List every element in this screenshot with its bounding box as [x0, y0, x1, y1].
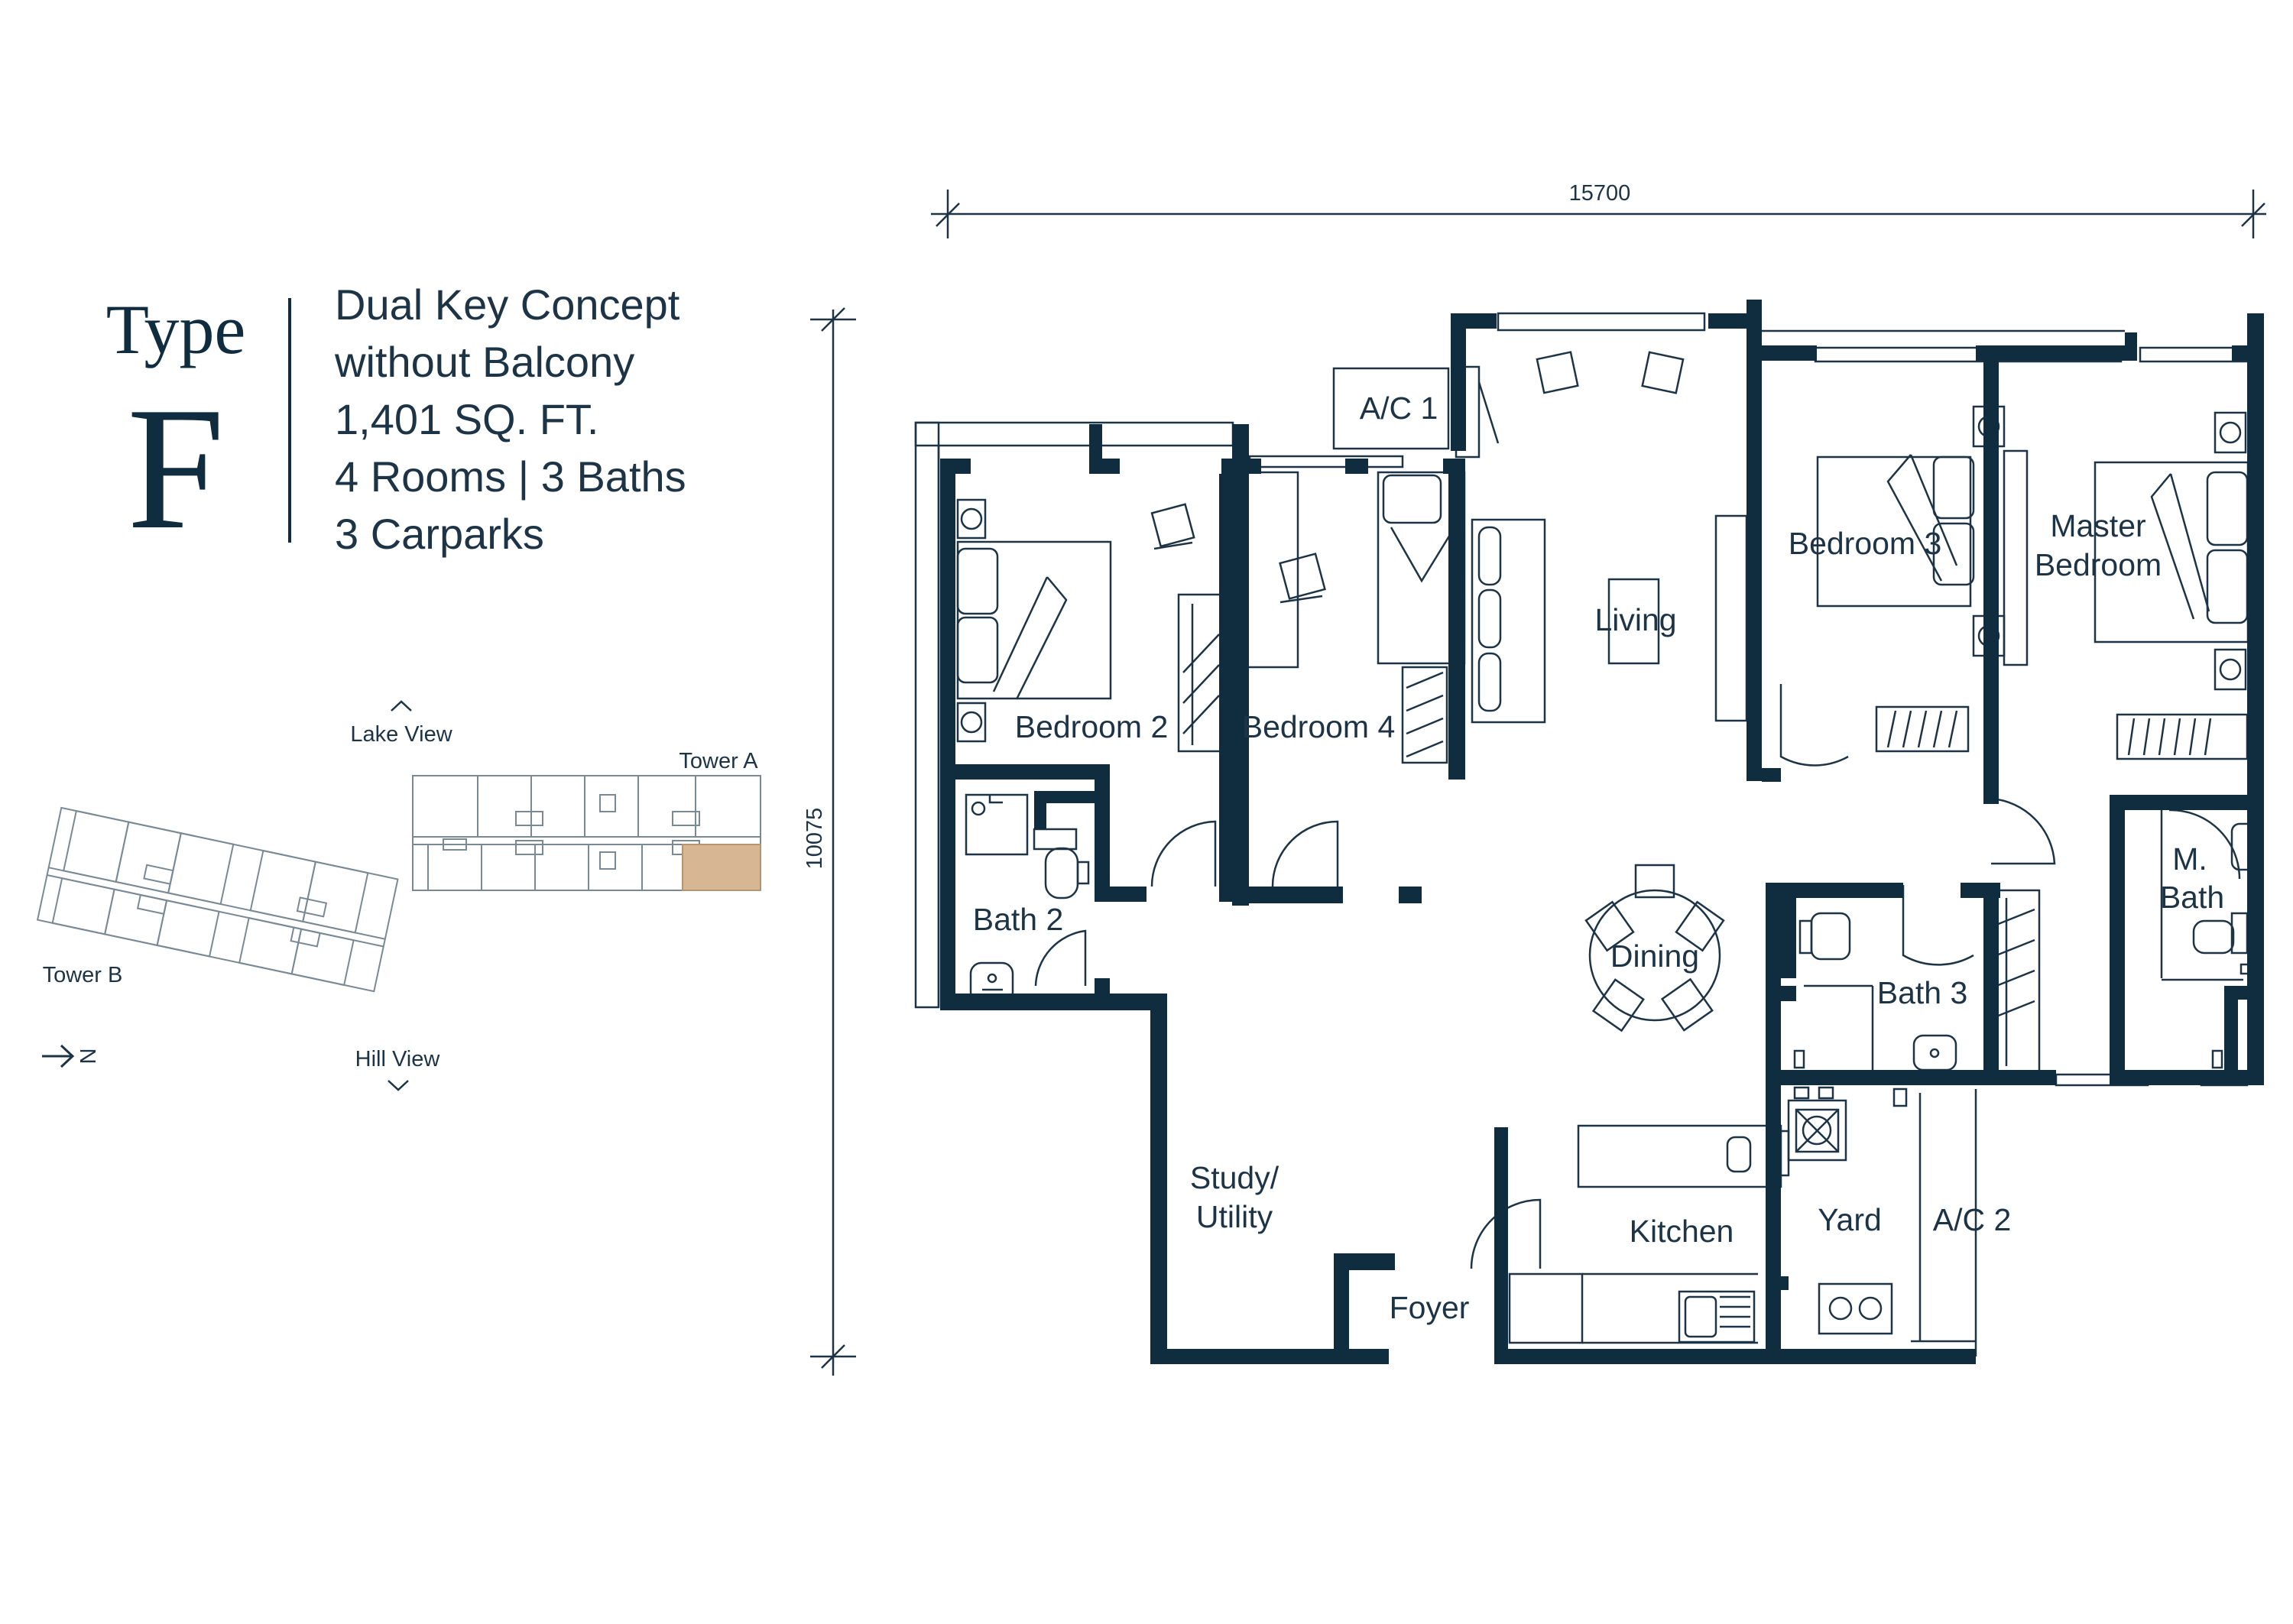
room-label-bedroom4: Bedroom 4 [1242, 709, 1396, 744]
type-word: Type [106, 290, 246, 368]
room-label-ac1: A/C 1 [1360, 391, 1438, 426]
room-label-bedroom3: Bedroom 3 [1789, 526, 1942, 561]
room-label-mbath-line2: Bath [2160, 880, 2224, 915]
room-label-study-line2: Utility [1196, 1199, 1273, 1234]
unit-header: Type F Dual Key Concept without Balcony … [106, 280, 686, 566]
tower-a-outline [412, 775, 761, 891]
dimension-lines [810, 190, 2266, 1376]
hill-view-label: Hill View [355, 1047, 441, 1071]
lake-view-arrow-icon [391, 700, 412, 712]
key-plan-labels: Lake View Tower A Tower B Hill View N [43, 722, 759, 1071]
room-label-yard: Yard [1818, 1202, 1882, 1237]
detail-line-4: 4 Rooms | 3 Baths [335, 452, 686, 501]
hill-view-arrow-icon [388, 1080, 409, 1091]
room-label-kitchen: Kitchen [1630, 1214, 1734, 1249]
detail-line-2: without Balcony [334, 338, 634, 386]
lake-view-label: Lake View [350, 722, 452, 747]
detail-line-3: 1,401 SQ. FT. [335, 395, 599, 443]
room-label-master-line2: Bedroom [2035, 547, 2162, 582]
room-label-bath2: Bath 2 [973, 902, 1064, 937]
walls [940, 300, 2264, 1364]
room-label-master-line1: Master [2050, 508, 2145, 543]
room-label-dining: Dining [1610, 938, 1699, 974]
north-label: N [75, 1049, 99, 1065]
type-letter: F [127, 371, 225, 566]
header-divider [288, 298, 291, 543]
detail-line-1: Dual Key Concept [335, 280, 680, 329]
tower-b-label: Tower B [43, 963, 123, 987]
room-label-foyer: Foyer [1390, 1290, 1470, 1325]
detail-line-5: 3 Carparks [335, 510, 544, 558]
width-dimension: 15700 [1569, 181, 1631, 206]
room-label-ac2: A/C 2 [1933, 1202, 2012, 1237]
key-plan [36, 700, 761, 1091]
tower-b-outline [36, 806, 399, 993]
highlighted-unit [682, 844, 761, 891]
room-label-bath3: Bath 3 [1877, 975, 1968, 1010]
room-label-bedroom2: Bedroom 2 [1015, 709, 1169, 744]
north-arrow-icon [42, 1044, 75, 1068]
tower-a-label: Tower A [679, 749, 758, 773]
room-label-mbath-line1: M. [2172, 841, 2207, 877]
room-label-living: Living [1594, 602, 1676, 637]
room-labels: A/C 1 Living Bedroom 3 Master Bedroom Be… [973, 391, 2224, 1325]
height-dimension: 10075 [803, 808, 827, 870]
room-label-study-line1: Study/ [1190, 1160, 1279, 1195]
